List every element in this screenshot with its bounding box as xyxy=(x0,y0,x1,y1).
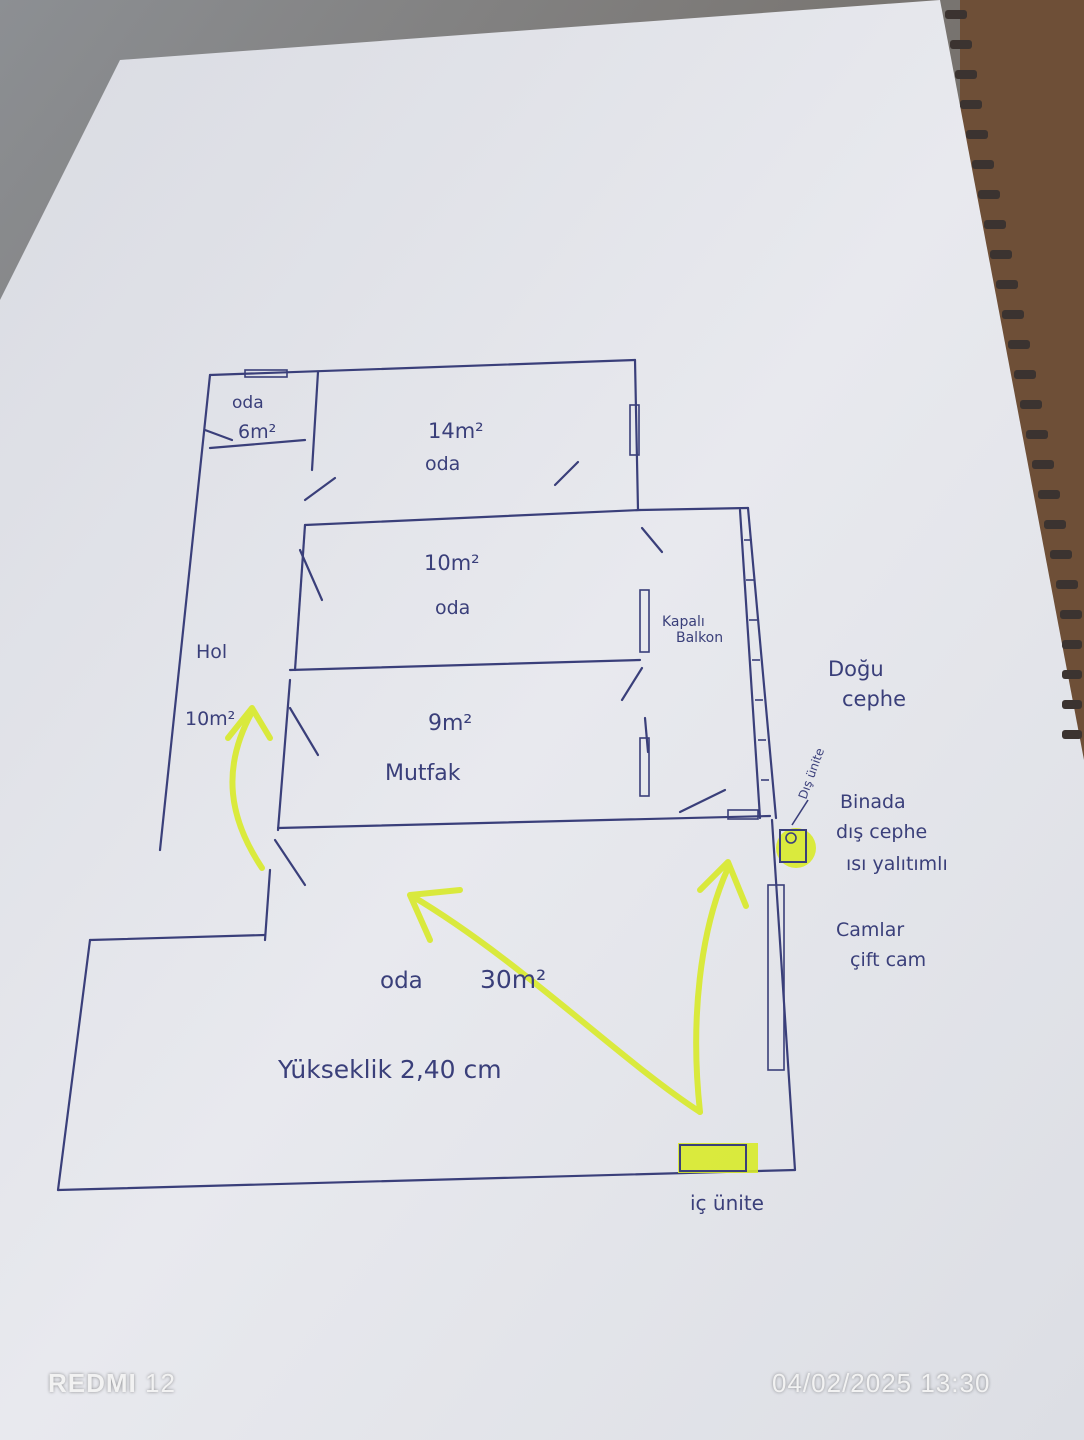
window-marks xyxy=(244,369,785,1071)
living-label: oda xyxy=(380,968,423,994)
living-area: 30m² xyxy=(480,965,546,994)
glass-line1: Camlar xyxy=(836,919,904,941)
model-text: 12 xyxy=(145,1368,176,1398)
facade-line2: cephe xyxy=(842,687,906,711)
insulation-line2: dış cephe xyxy=(836,821,927,843)
room-area-small: 6m² xyxy=(238,421,276,443)
insulation-line3: ısı yalıtımlı xyxy=(846,853,948,875)
room-label-10: oda xyxy=(435,597,470,619)
indoor-unit-highlight xyxy=(678,1143,758,1173)
glass-line2: çift cam xyxy=(850,949,926,971)
room-label-14: oda xyxy=(425,453,460,475)
side-notes: Doğu cephe Binada dış cephe ısı yalıtıml… xyxy=(828,657,948,971)
fan-icon xyxy=(785,832,797,844)
indoor-unit-icon xyxy=(679,1144,747,1172)
camera-watermark-datetime: 04/02/2025 13:30 xyxy=(772,1368,991,1398)
torn-edge xyxy=(945,10,1082,739)
room-area-14: 14m² xyxy=(428,419,484,443)
outdoor-unit-icon xyxy=(779,829,807,863)
airflow-arrows xyxy=(225,705,749,1115)
room-area-10: 10m² xyxy=(424,551,480,575)
balcony-label-line2: Balkon xyxy=(676,630,723,646)
kitchen-area: 9m² xyxy=(428,711,472,736)
kitchen-label: Mutfak xyxy=(385,761,461,786)
indoor-unit-label: iç ünite xyxy=(690,1191,764,1215)
camera-watermark-brand: REDMI 12 xyxy=(48,1368,176,1399)
brand-text: REDMI xyxy=(48,1368,137,1398)
facade-line1: Doğu xyxy=(828,657,884,681)
insulation-line1: Binada xyxy=(840,791,906,813)
hall-label: Hol xyxy=(196,641,227,663)
outdoor-unit-pointer xyxy=(791,799,809,826)
hall-area: 10m² xyxy=(185,708,235,730)
room-labels: oda 6m² 14m² oda 10m² oda 9m² Mutfak Hol… xyxy=(185,393,827,1215)
balcony-label-line1: Kapalı xyxy=(662,614,705,630)
floor-plan-walls xyxy=(56,358,797,1192)
height-note: Yükseklik 2,40 cm xyxy=(277,1055,502,1084)
room-label-small: oda xyxy=(232,393,264,413)
